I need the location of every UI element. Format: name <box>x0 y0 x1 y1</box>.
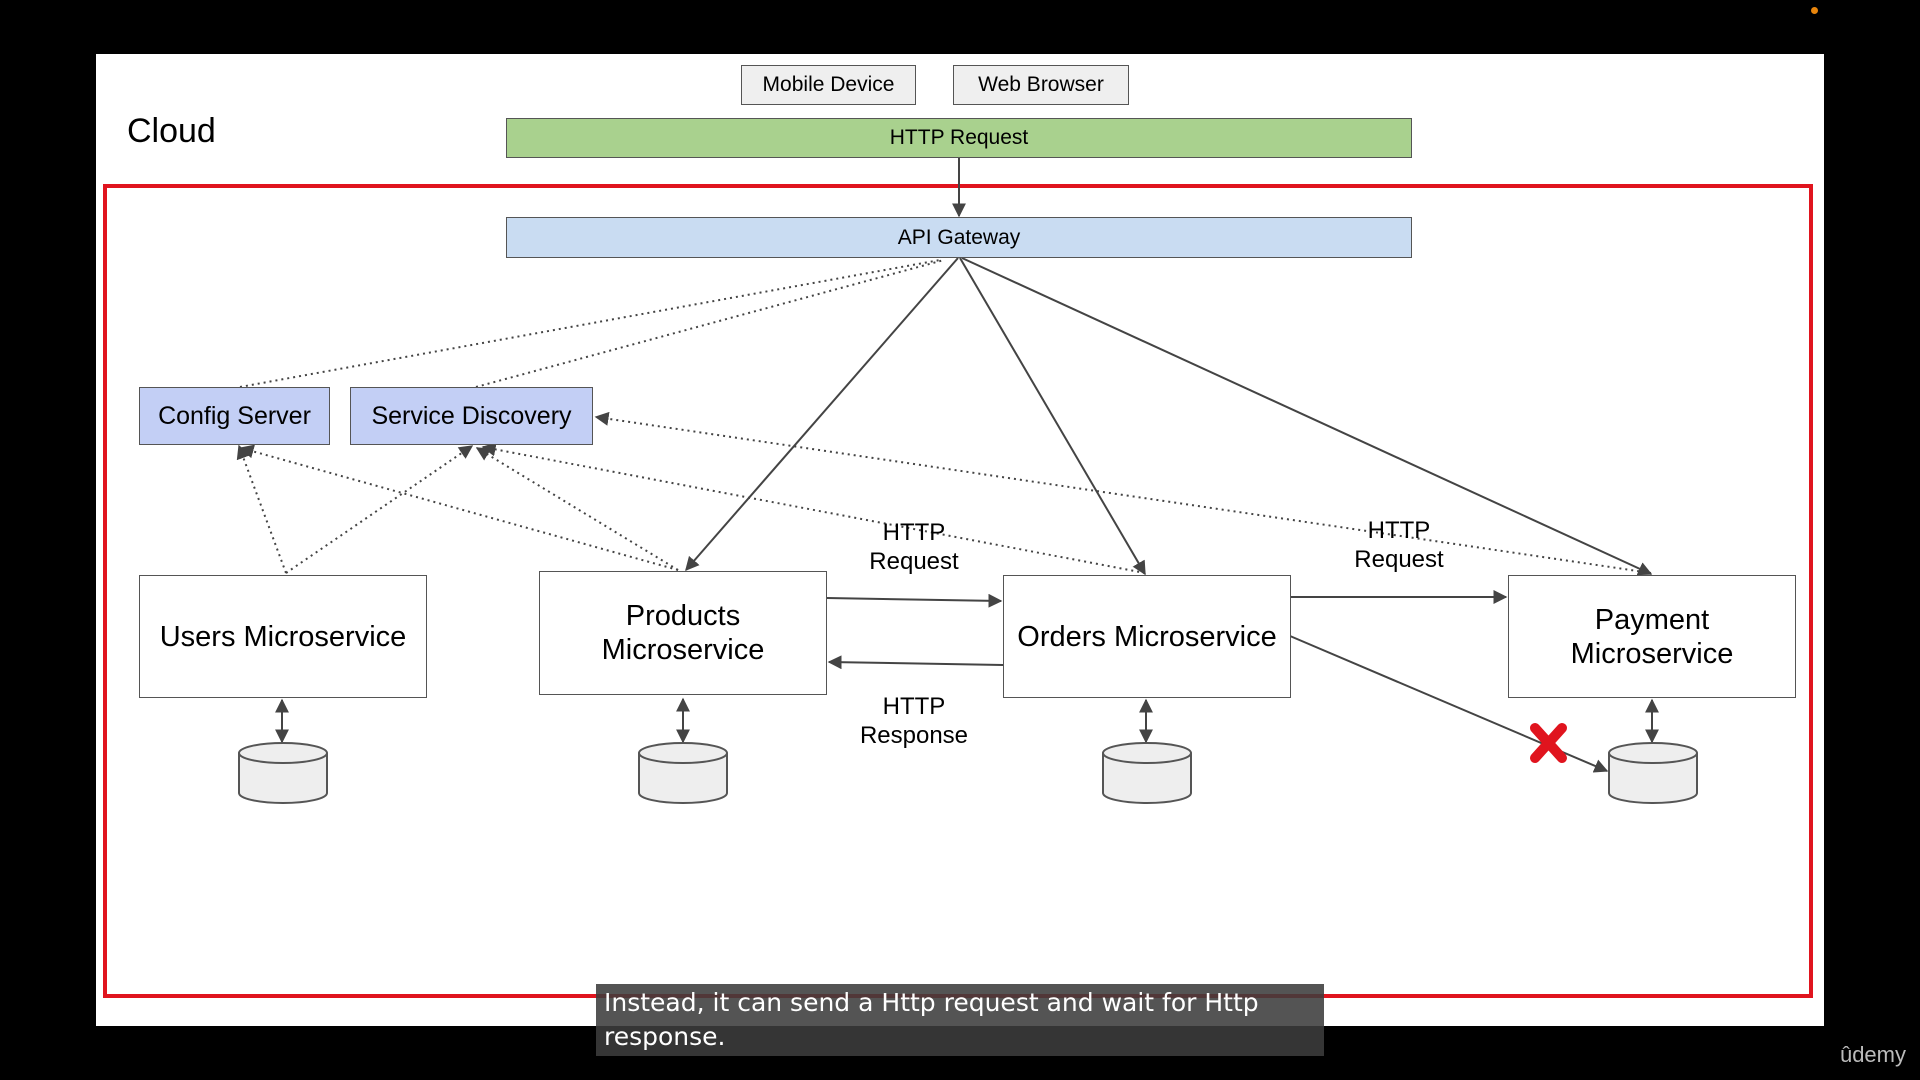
orders-to-discovery-dotted <box>481 442 1146 574</box>
products-database-icon <box>638 742 728 804</box>
users-to-config-dotted <box>236 444 287 574</box>
subtitle-caption: Instead, it can send a Http request and … <box>596 984 1324 1056</box>
mobile-device-box: Mobile Device <box>741 65 916 105</box>
service-discovery-box: Service Discovery <box>350 387 593 445</box>
products-to-orders-request-arrow <box>826 593 1003 608</box>
gateway-to-orders-arrow <box>959 257 1146 576</box>
users-database-icon <box>238 742 328 804</box>
http-request-label-2: HTTP Request <box>1354 517 1444 573</box>
users-to-discovery-dotted <box>285 445 474 574</box>
udemy-logo: ûdemy <box>1839 1042 1906 1067</box>
gateway-to-products-arrow <box>685 257 959 572</box>
users-microservice-box: Users Microservice <box>139 575 427 698</box>
discovery-to-gateway-dotted <box>475 259 945 388</box>
payment-to-discovery-dotted <box>594 411 1652 574</box>
http-request-bar: HTTP Request <box>506 118 1412 158</box>
payment-microservice-box: Payment Microservice <box>1508 575 1796 698</box>
products-to-config-dotted <box>239 444 679 571</box>
recording-indicator-dot <box>1811 7 1818 14</box>
http-response-label: HTTP Response <box>859 693 969 749</box>
orders-microservice-box: Orders Microservice <box>1003 575 1291 698</box>
api-gateway-box: API Gateway <box>506 217 1412 258</box>
config-to-gateway-dotted <box>239 259 941 388</box>
products-to-discovery-dotted <box>475 447 679 571</box>
cloud-label: Cloud <box>127 112 216 150</box>
web-browser-box: Web Browser <box>953 65 1129 105</box>
forbidden-x-icon <box>1530 723 1567 763</box>
orders-to-products-response-arrow <box>827 655 1004 670</box>
config-server-box: Config Server <box>139 387 330 445</box>
gateway-to-payment-arrow <box>961 257 1653 576</box>
http-request-label-1: HTTP Request <box>869 519 959 575</box>
payment-database-icon <box>1608 742 1698 804</box>
orders-database-icon <box>1102 742 1192 804</box>
products-microservice-box: Products Microservice <box>539 571 827 695</box>
